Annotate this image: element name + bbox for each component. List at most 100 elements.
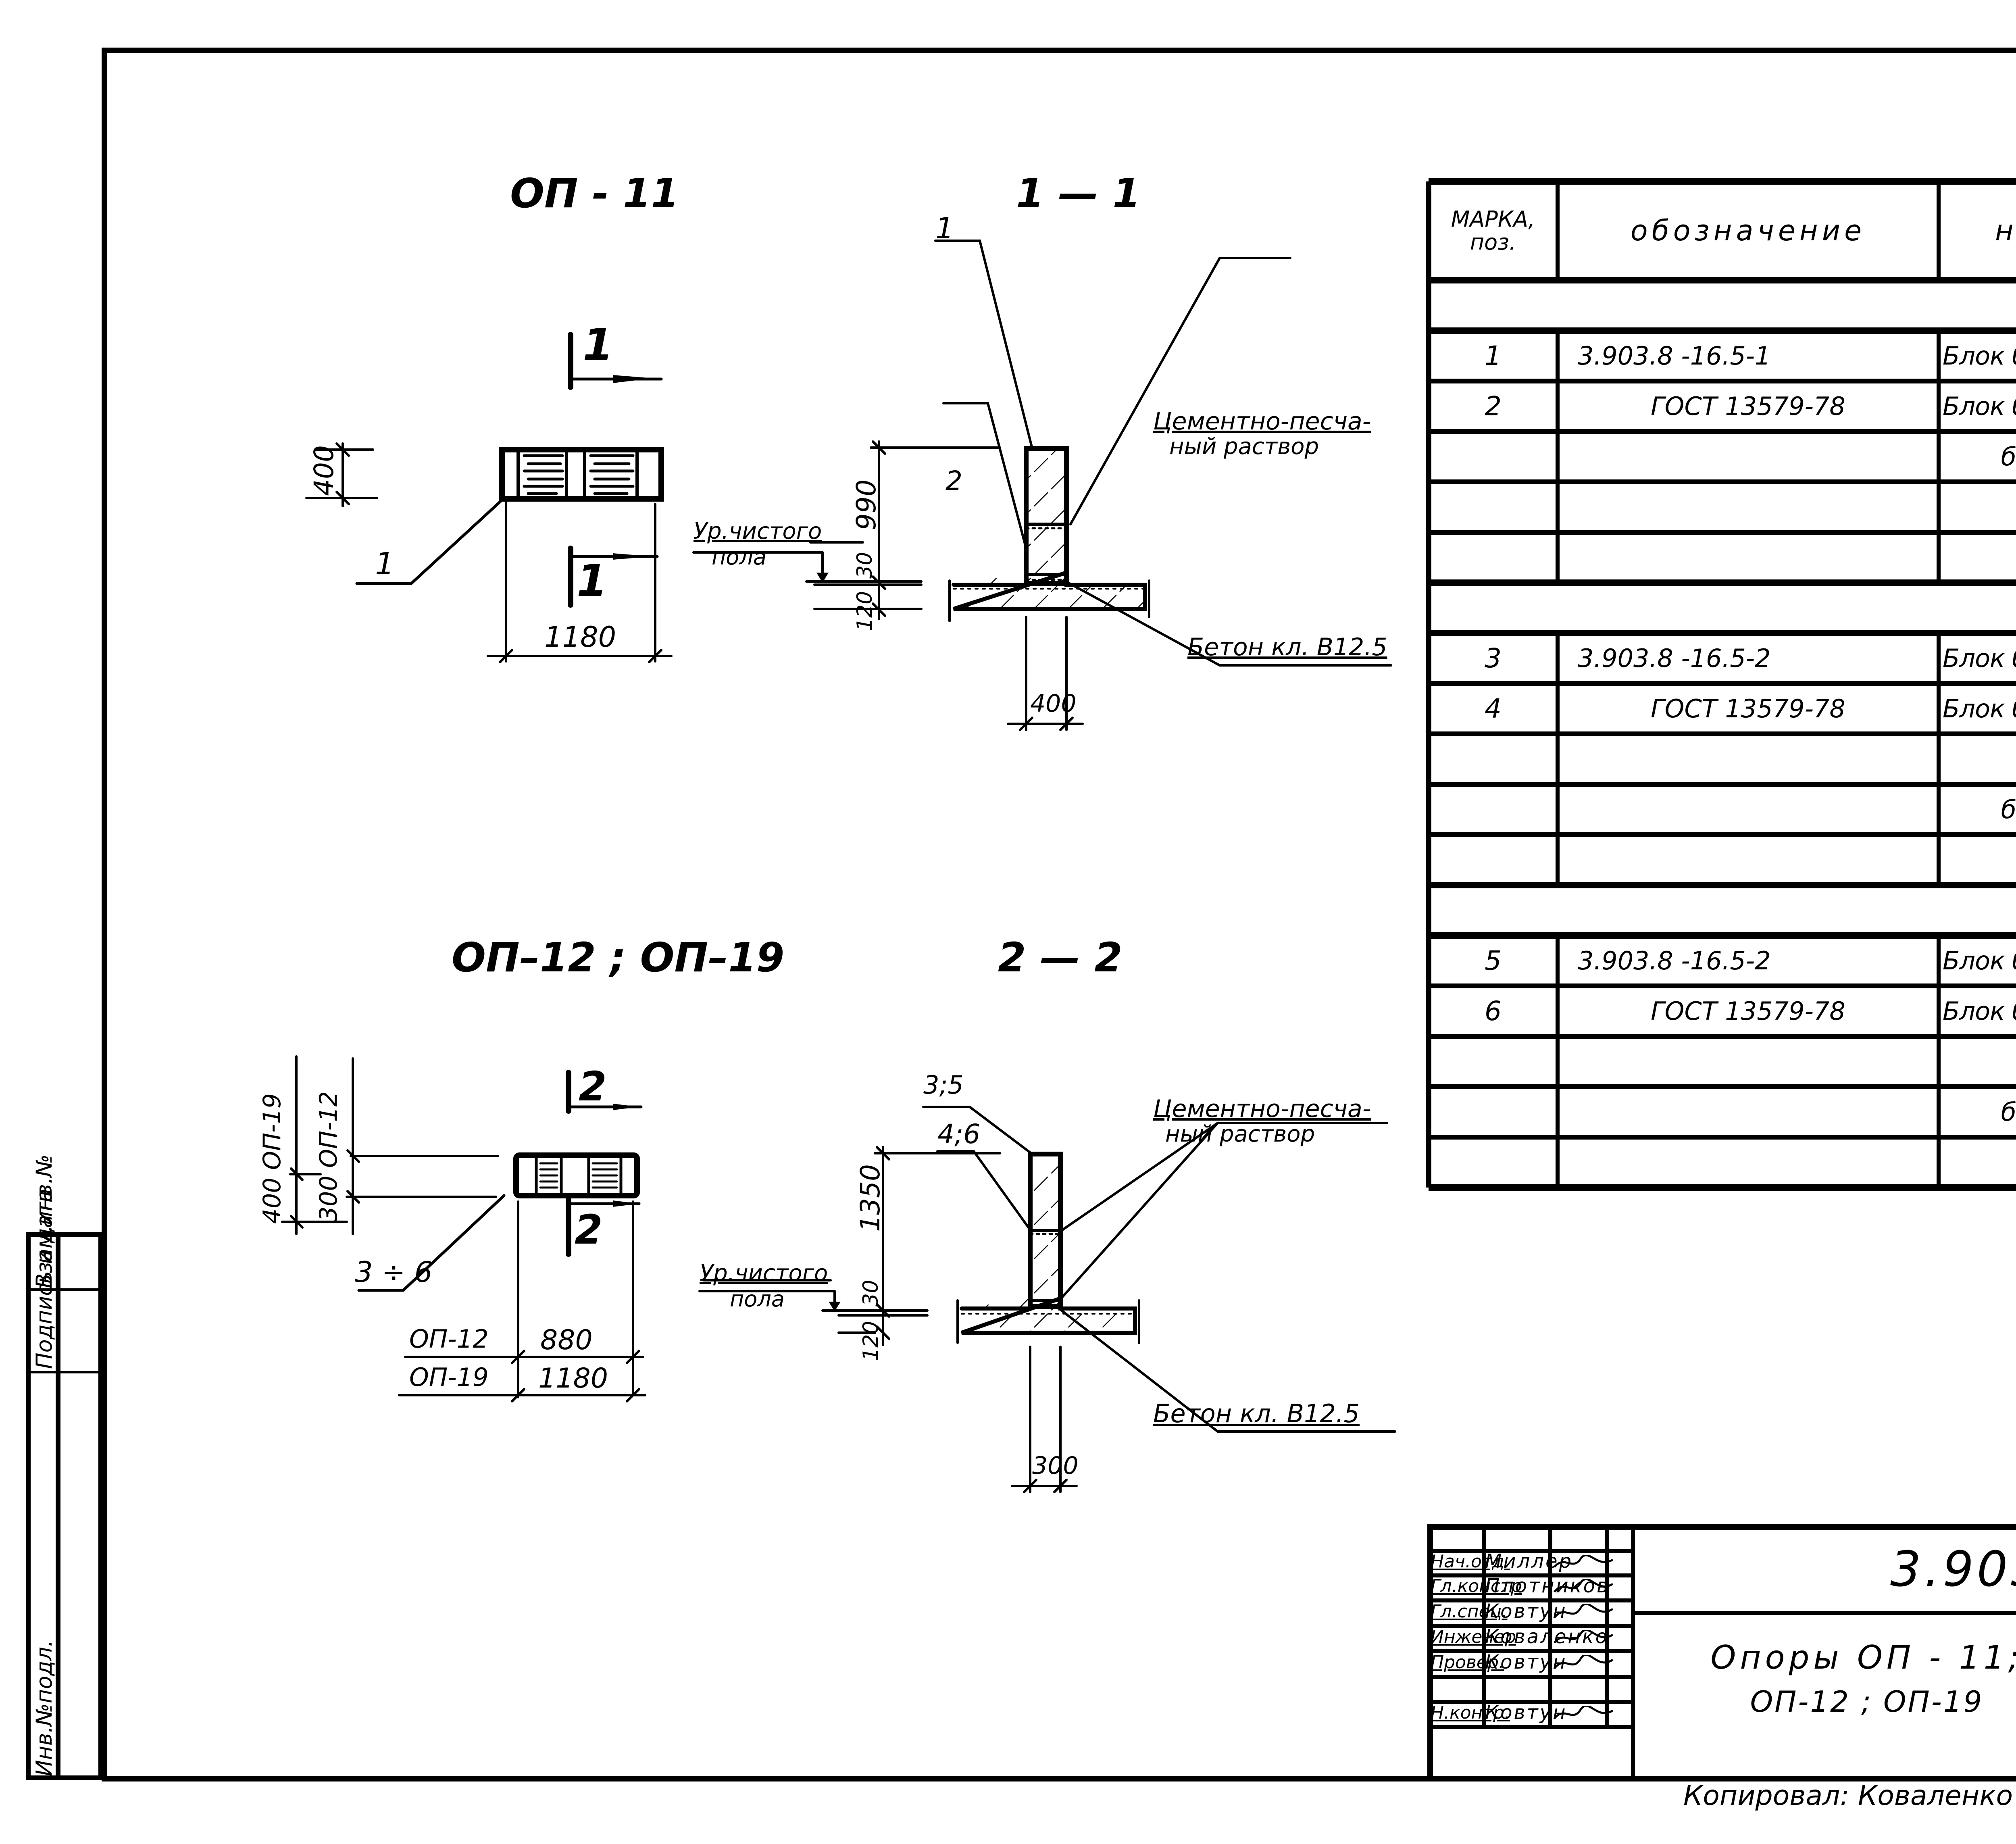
plan-op12-19-title: ОП–12 ; ОП–19: [452, 934, 785, 981]
table-rule: [1556, 381, 1560, 431]
section-22-floor-label-1: Ур.чистого: [700, 1260, 828, 1286]
section-22-dim-120: 120: [859, 1321, 883, 1361]
section-11-dim-30: 30: [853, 552, 877, 579]
cell-designation: 3.903.8 -16.5-2: [1578, 644, 1771, 673]
section-11-mortar-label-2: ный раствор: [1169, 433, 1319, 460]
cell-name: Блок бетонныйФБС12.4.6-Т: [1943, 996, 2016, 1026]
cell-mark: 5: [1485, 945, 1502, 976]
cell-designation: ГОСТ 13579-78: [1651, 694, 1845, 723]
table-rule: [1937, 784, 1941, 835]
sheet-title-line-1: Опоры ОП - 11;: [1710, 1638, 2016, 1676]
plan-op12-19-callout: 3 ÷ 6: [355, 1256, 433, 1289]
signature-role: Инженер: [1431, 1626, 1516, 1647]
cell-designation: [1558, 431, 1939, 482]
handwritten-signature: [1552, 1604, 1617, 1622]
cell-designation: [1558, 784, 1939, 835]
section-11-dim-120: 120: [853, 591, 877, 631]
signature-name: Ковтун: [1485, 1600, 1567, 1623]
signature-name: Ковтун: [1485, 1651, 1567, 1673]
table-rule: [1937, 482, 1941, 532]
section-11-mortar-label-1: Цементно-песча-: [1153, 407, 1371, 435]
cell-mark: [1429, 431, 1558, 482]
cell-designation: [1558, 1137, 1939, 1188]
section-22-title: 2 — 2: [998, 934, 1123, 981]
table-rule: [1429, 530, 2016, 535]
plan-op11-dim-height: 400: [308, 445, 339, 496]
table-rule: [1429, 983, 2016, 988]
cell-mark: 4: [1485, 693, 1502, 724]
plan-row-op12-label: ОП-12: [409, 1324, 489, 1354]
plan-op12-19-dim-op12: 300 ОП-12: [314, 1091, 343, 1222]
cell-mark: 1: [1485, 340, 1502, 371]
section-title-opora: Опора: [1429, 280, 2016, 331]
table-rule: [1937, 734, 1941, 784]
cell-name: материалы:: [1939, 734, 2016, 784]
signature-role: Нач.отд.: [1431, 1551, 1510, 1572]
signature-role: [1431, 1675, 1482, 1700]
table-rule: [1429, 932, 2016, 939]
header-name: наименование: [1995, 214, 2016, 247]
table-rule: [1937, 431, 1941, 482]
table-rule: [1937, 835, 1941, 885]
signature-name: Коваленко: [1485, 1625, 1609, 1648]
cell-designation: [1558, 835, 1939, 885]
plan-op12-19: [281, 1055, 646, 1402]
table-rule: [1429, 630, 2016, 636]
plan-row-op19-label: ОП-19: [409, 1363, 489, 1392]
table-rule: [1937, 181, 1941, 280]
section-mark-1-bottom: 1: [577, 555, 608, 606]
cell-mark: [1429, 784, 1558, 835]
signature-name: Миллер: [1485, 1550, 1573, 1573]
table-rule: [1429, 327, 2016, 334]
table-rule: [1937, 683, 1941, 734]
section-title-opora: Опора: [1429, 885, 2016, 936]
section-22-floor-label-2: пола: [730, 1286, 785, 1312]
table-rule: [1556, 734, 1560, 784]
plan-op11: [305, 332, 673, 663]
section-22-callout-1: 3;5: [923, 1070, 964, 1100]
block-fill-lines: [539, 1162, 618, 1189]
header-mark: МАРКА, поз.: [1451, 206, 1535, 255]
margin-stamp-divider: [56, 1232, 60, 1780]
section-11-callout-2: 2: [946, 465, 962, 496]
cell-mark: [1429, 482, 1558, 532]
section-title-opora: Опора: [1429, 583, 2016, 633]
section-22-dim-30: 30: [859, 1279, 883, 1306]
signature-role: Гл.спец.: [1431, 1601, 1508, 1622]
sheet-title-cell: [1631, 1611, 2016, 1781]
section-mark-2-bottom: 2: [575, 1206, 603, 1253]
section-11-concrete-label: Бетон кл. В12.5: [1187, 633, 1387, 661]
section-22-mortar-label-1: Цементно-песча-: [1153, 1095, 1371, 1123]
cell-designation: [1558, 1087, 1939, 1137]
block-fill-lines: [523, 454, 635, 495]
table-rule: [1429, 882, 2016, 888]
handwritten-signature: [1552, 1555, 1617, 1571]
table-rule: [1937, 986, 1941, 1036]
table-rule: [1556, 633, 1560, 683]
cell-name: Блок бетонный ФБ-3: [1943, 341, 2016, 371]
block-op11: [499, 447, 664, 502]
table-rule: [1556, 1087, 1560, 1137]
section-11-dim-width: 400: [1030, 690, 1077, 718]
block-op12: [513, 1152, 640, 1198]
signature-name: Плотников: [1485, 1575, 1610, 1597]
signature-role: [1431, 1524, 1482, 1549]
cell-mark: [1429, 734, 1558, 784]
section-11-dim-height: 990: [851, 479, 882, 530]
table-rule: [1937, 1137, 1941, 1188]
handwritten-signature: [1552, 1655, 1617, 1673]
table-rule: [1556, 683, 1560, 734]
header-designation: обозначение: [1630, 214, 1866, 247]
cell-name: Блок бетонныйФБС12.4.3-Т: [1943, 392, 2016, 421]
cell-designation: [1558, 482, 1939, 532]
handwritten-signature: [1552, 1579, 1617, 1596]
plan-row-op19-value: 1180: [538, 1363, 608, 1394]
signature-role: Провер.: [1431, 1652, 1504, 1673]
table-rule: [1937, 633, 1941, 683]
table-rule: [1429, 277, 2016, 283]
table-rule: [1429, 731, 2016, 736]
section-22-mortar-label-2: ный раствор: [1165, 1121, 1315, 1147]
signature-name: [1485, 1675, 1548, 1700]
table-rule: [1429, 178, 2016, 185]
handwritten-signature: [1552, 1706, 1617, 1723]
